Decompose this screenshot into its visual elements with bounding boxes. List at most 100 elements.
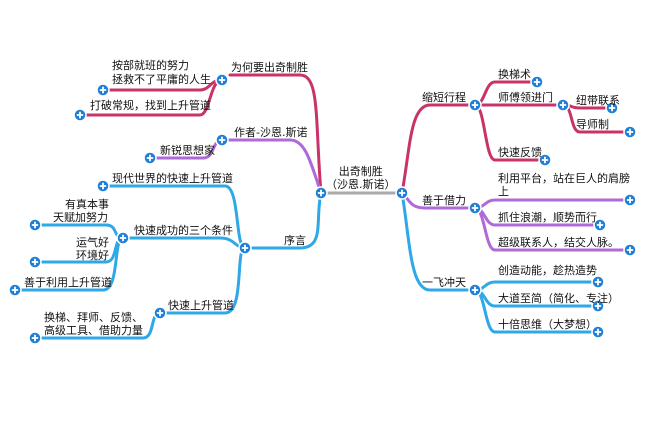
plus-icon (626, 128, 634, 136)
preface-toggle[interactable] (238, 241, 252, 255)
topic-author[interactable]: 作者-沙恩.斯诺 (234, 126, 308, 139)
borrow-2-toggle[interactable] (593, 218, 607, 232)
plus-icon (156, 309, 164, 317)
topic-why-item2[interactable]: 拯救不了平庸的人生 (112, 73, 211, 86)
author-item-toggle[interactable] (143, 151, 157, 165)
topic-three-c[interactable]: 善于利用上升管道 (24, 276, 112, 289)
why-item1-toggle[interactable] (96, 83, 110, 97)
root-left-toggle[interactable] (314, 186, 328, 200)
leap-toggle[interactable] (468, 283, 482, 297)
modern-toggle[interactable] (96, 179, 110, 193)
topic-why-item1[interactable]: 按部就班的努力 (112, 59, 189, 72)
plus-icon (99, 86, 107, 94)
leap-3-toggle[interactable] (591, 325, 605, 339)
connector-shorten (400, 103, 477, 195)
topic-mentor-b[interactable]: 导师制 (576, 118, 609, 131)
plus-icon (218, 136, 226, 144)
topic-leap-3[interactable]: 十倍思维（大梦想） (498, 318, 597, 331)
topic-three-b2[interactable]: 环境好 (76, 249, 109, 262)
plus-icon (594, 328, 602, 336)
mentor-toggle[interactable] (556, 98, 570, 112)
feedback-toggle[interactable] (538, 153, 552, 167)
topic-three-a1[interactable]: 有真本事 (65, 198, 109, 211)
plus-icon (594, 278, 602, 286)
plus-icon (533, 78, 541, 86)
author-toggle[interactable] (215, 133, 229, 147)
borrow-toggle[interactable] (468, 201, 482, 215)
plus-icon (471, 204, 479, 212)
topic-shorten[interactable]: 缩短行程 (422, 91, 466, 104)
topic-ladder[interactable]: 换梯术 (498, 68, 531, 81)
topic-preface[interactable]: 序言 (284, 234, 306, 247)
three-b-toggle[interactable] (28, 255, 42, 269)
root-right-toggle[interactable] (395, 186, 409, 200)
leap-1-toggle[interactable] (591, 275, 605, 289)
topic-fast-item2[interactable]: 高级工具、借助力量 (44, 324, 143, 337)
plus-icon (31, 258, 39, 266)
topic-leap[interactable]: 一飞冲天 (422, 276, 466, 289)
plus-icon (626, 196, 634, 204)
topic-three-a2[interactable]: 天赋加努力 (53, 211, 108, 224)
connector-borrow-1 (473, 198, 632, 210)
leap-2-toggle[interactable] (591, 299, 605, 313)
topic-borrow-1b: 上 (498, 185, 509, 198)
plus-icon (31, 221, 39, 229)
three-toggle[interactable] (116, 231, 130, 245)
ladder-toggle[interactable] (530, 75, 544, 89)
topic-three[interactable]: 快速成功的三个条件 (134, 224, 233, 237)
root-subtitle: （沙恩.斯诺） (326, 178, 396, 191)
plus-icon (559, 101, 567, 109)
plus-icon (608, 104, 616, 112)
borrow-1-toggle[interactable] (623, 193, 637, 207)
fast-toggle[interactable] (153, 306, 167, 320)
plus-icon (119, 234, 127, 242)
topic-author-item[interactable]: 新锐思想家 (160, 144, 215, 157)
topic-mentor[interactable]: 师傅领进门 (498, 91, 553, 104)
plus-icon (241, 244, 249, 252)
mentor-b-toggle[interactable] (623, 125, 637, 139)
topic-why[interactable]: 为何要出奇制胜 (231, 61, 308, 74)
plus-icon (594, 302, 602, 310)
mentor-a-toggle[interactable] (605, 101, 619, 115)
plus-icon (317, 189, 325, 197)
plus-icon (99, 182, 107, 190)
plus-icon (146, 154, 154, 162)
connector-three (121, 236, 247, 250)
topic-why-item3[interactable]: 打破常规，找到上升管道 (90, 99, 211, 112)
topic-fast-item1[interactable]: 换梯、拜师、反馈、 (44, 311, 143, 324)
plus-icon (76, 111, 84, 119)
plus-icon (596, 221, 604, 229)
why-toggle[interactable] (215, 73, 229, 87)
topic-feedback[interactable]: 快速反馈 (498, 146, 542, 159)
topic-mentor-a[interactable]: 纽带联系 (576, 94, 620, 107)
topic-modern[interactable]: 现代世界的快速上升管道 (112, 172, 233, 185)
connector-leap-1 (473, 280, 600, 292)
connector-preface (243, 191, 323, 250)
topic-leap-2[interactable]: 大道至简（简化、专注） (498, 292, 619, 305)
shorten-toggle[interactable] (468, 98, 482, 112)
topic-three-b1[interactable]: 运气好 (76, 236, 109, 249)
root-title: 出奇制胜 (338, 165, 383, 178)
plus-icon (471, 286, 479, 294)
three-c-toggle[interactable] (8, 283, 22, 297)
plus-icon (398, 189, 406, 197)
topic-fast[interactable]: 快速上升管道 (168, 299, 234, 312)
plus-icon (541, 156, 549, 164)
connector-leap (400, 191, 477, 292)
topic-borrow-3[interactable]: 超级联系人，结交人脉。 (498, 236, 619, 249)
topic-borrow[interactable]: 善于借力 (422, 194, 466, 207)
topic-borrow-1[interactable]: 利用平台，站在巨人的肩膀 (498, 172, 630, 185)
plus-icon (11, 286, 19, 294)
topic-leap-1[interactable]: 创造动能，趁热造势 (498, 264, 597, 277)
topic-borrow-2[interactable]: 抓住浪潮，顺势而行 (498, 211, 597, 224)
why-item2-toggle[interactable] (73, 108, 87, 122)
borrow-3-toggle[interactable] (623, 243, 637, 257)
plus-icon (626, 246, 634, 254)
connector-author (220, 138, 323, 195)
connector-why (228, 73, 323, 195)
three-a-toggle[interactable] (28, 218, 42, 232)
fast-item-toggle[interactable] (28, 331, 42, 345)
root-topic[interactable]: 出奇制胜 （沙恩.斯诺） (326, 165, 396, 191)
